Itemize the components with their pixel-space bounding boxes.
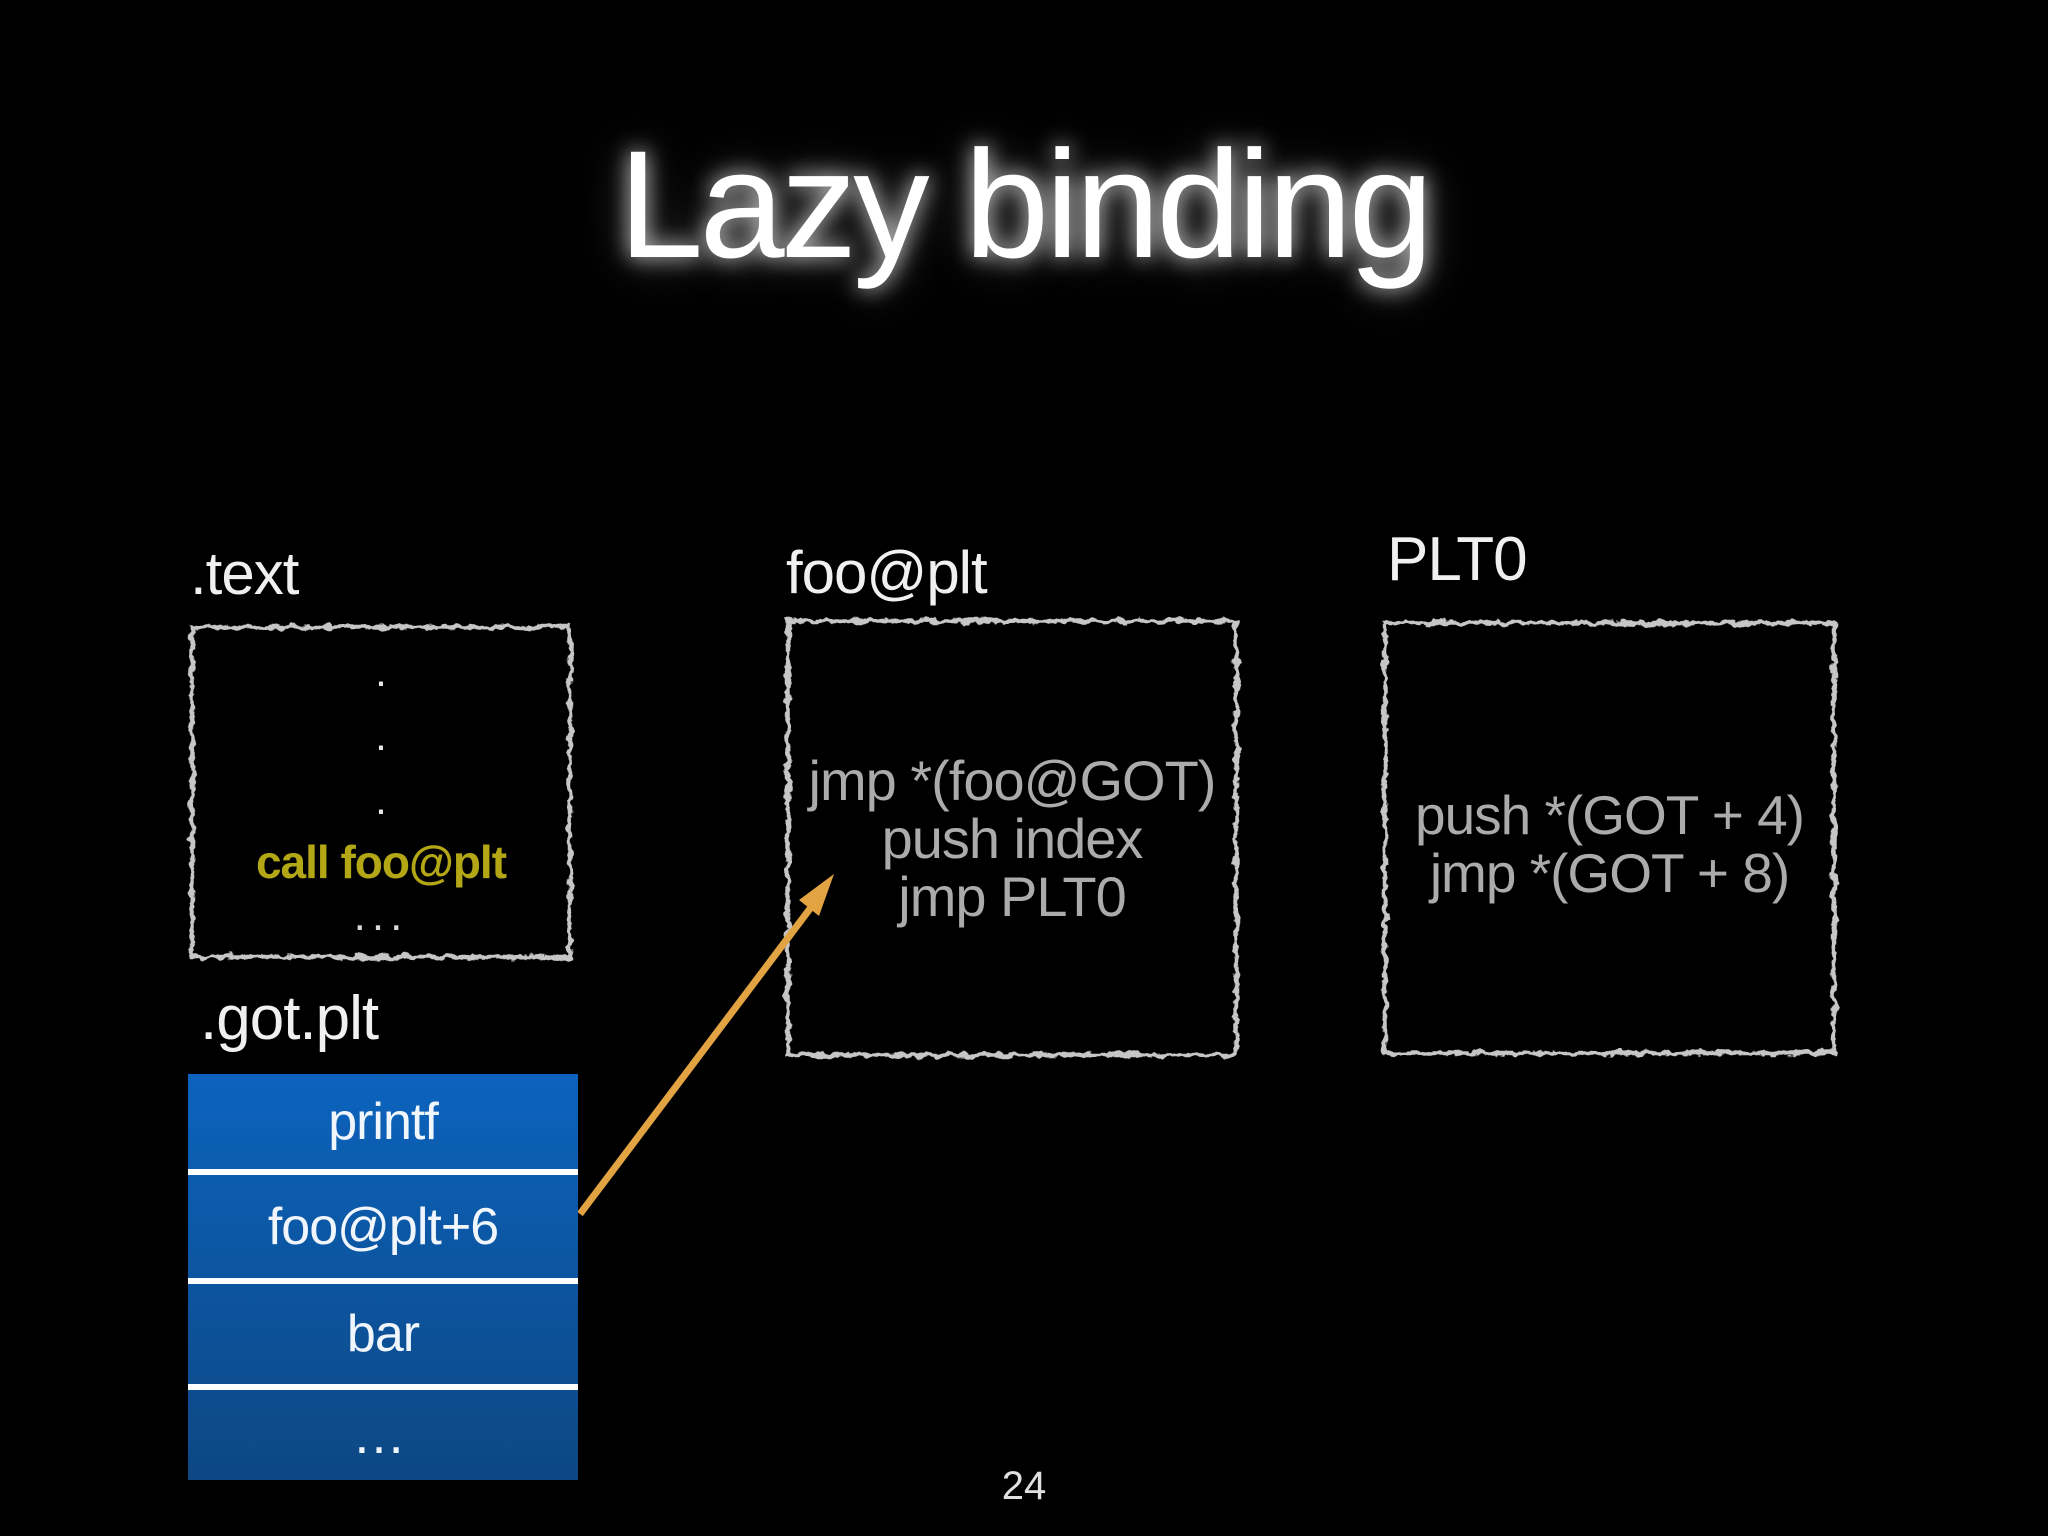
got-plt-row-foo-plt-6: foo@plt+6 <box>267 1197 499 1256</box>
plt0-instructions: push *(GOT + 4) jmp *(GOT + 8) <box>1385 786 1834 902</box>
text-section-box <box>189 624 573 960</box>
arrow-head <box>799 874 834 916</box>
instruction-line: jmp PLT0 <box>898 865 1126 928</box>
got-to-fooplt-arrow <box>577 874 834 1217</box>
row-separator <box>188 1169 578 1175</box>
row-separator <box>188 1278 578 1284</box>
got-plt-label: .got.plt <box>200 984 379 1053</box>
text-section-ellipsis: ... <box>353 891 409 940</box>
arrow-shaft <box>577 903 815 1217</box>
dot: . <box>375 712 387 759</box>
instruction-line: jmp *(GOT + 8) <box>1429 842 1790 904</box>
got-plt-row-ellipsis: … <box>352 1405 414 1465</box>
instruction-line: jmp *(foo@GOT) <box>808 749 1217 812</box>
call-foo-plt-instruction: call foo@plt <box>255 836 507 888</box>
text-section-dots-column: . . . <box>192 640 570 832</box>
foo-plt-instructions: jmp *(foo@GOT) push index jmp PLT0 <box>788 752 1236 926</box>
plt0-label: PLT0 <box>1387 525 1528 594</box>
dot: . <box>375 776 387 823</box>
slide-title: Lazy binding <box>618 119 1433 290</box>
got-plt-row-printf: printf <box>328 1092 439 1151</box>
dot: . <box>375 648 387 695</box>
foo-plt-label: foo@plt <box>786 539 988 606</box>
text-section-label: .text <box>190 540 299 607</box>
plt0-box <box>1382 620 1837 1056</box>
instruction-line: push index <box>881 807 1144 870</box>
foo-plt-box <box>785 618 1239 1058</box>
row-separator <box>188 1384 578 1390</box>
got-plt-row-bar: bar <box>346 1305 420 1363</box>
page-number: 24 <box>1001 1464 1047 1508</box>
instruction-line: push *(GOT + 4) <box>1414 784 1805 846</box>
got-plt-table: printf foo@plt+6 bar … <box>188 1074 578 1480</box>
